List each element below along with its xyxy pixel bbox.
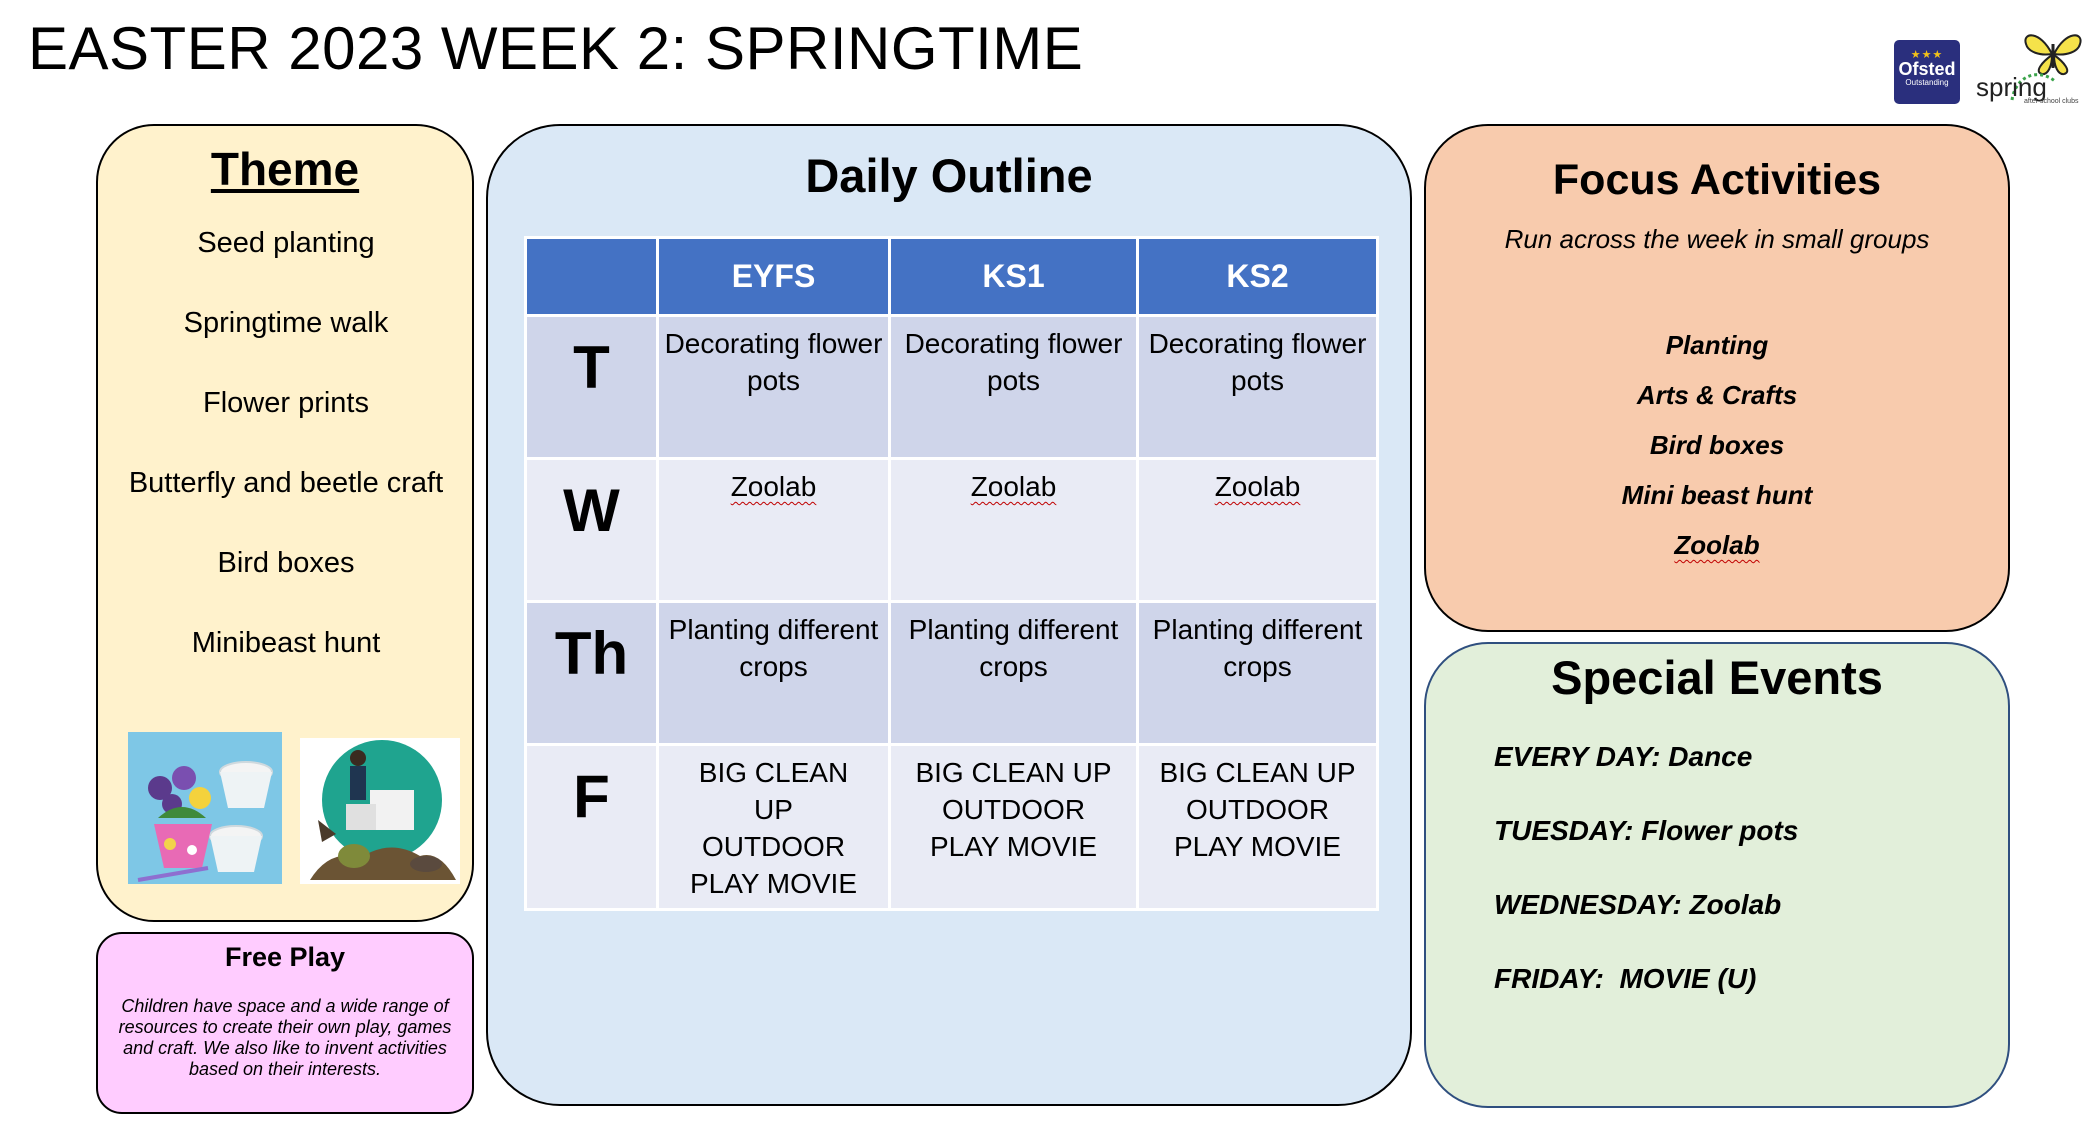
column-header: KS2 [1136, 236, 1379, 317]
theme-item: Butterfly and beetle craft [128, 467, 444, 499]
theme-list: Seed planting Springtime walk Flower pri… [118, 224, 454, 663]
day-cell: T [524, 314, 659, 460]
activity-cell: BIG CLEAN UP OUTDOOR PLAY MOVIE [888, 743, 1139, 911]
activity-text: BIG CLEAN UP OUTDOOR PLAY MOVIE [1159, 757, 1356, 862]
special-event-item: EVERY DAY: Dance [1494, 741, 1753, 772]
activity-cell: Planting different crops [888, 600, 1139, 746]
activity-cell: BIG CLEAN UP OUTDOOR PLAY MOVIE [656, 743, 891, 911]
focus-item: Arts & Crafts [1636, 380, 1798, 410]
day-cell: F [524, 743, 659, 911]
activity-text: BIG CLEAN UP OUTDOOR PLAY MOVIE [915, 757, 1112, 862]
daily-outline-table: EYFS KS1 KS2 T Decorating flower pots De… [524, 236, 1379, 911]
free-play-panel: Free Play Children have space and a wide… [96, 932, 474, 1114]
activity-cell: Zoolab [1136, 457, 1379, 603]
focus-item: Zoolab [1426, 520, 2008, 570]
spring-logo-name: spring [1976, 72, 2047, 102]
theme-item: Bird boxes [217, 547, 355, 579]
day-cell: Th [524, 600, 659, 746]
ofsted-stars-icon: ★★★ [1910, 49, 1944, 61]
theme-item: Seed planting [197, 227, 375, 259]
focus-activities-heading: Focus Activities [1552, 156, 1882, 204]
column-header: KS1 [888, 236, 1139, 317]
activity-cell: Decorating flower pots [1136, 314, 1379, 460]
daily-outline-panel: Daily Outline EYFS KS1 KS2 T Decorating … [486, 124, 1412, 1106]
activity-cell: Zoolab [888, 457, 1139, 603]
special-event-item: WEDNESDAY: Zoolab [1494, 889, 1782, 920]
activity-cell: Decorating flower pots [656, 314, 891, 460]
theme-item: Springtime walk [183, 307, 389, 339]
focus-item: Planting [1665, 330, 1769, 360]
ofsted-logo: ★★★ Ofsted Outstanding [1894, 40, 1960, 104]
special-event-item: FRIDAY: MOVIE (U) [1494, 963, 1757, 994]
butterfly-icon [2024, 34, 2082, 76]
theme-heading: Theme [210, 143, 360, 195]
activity-cell: Zoolab [656, 457, 891, 603]
theme-panel: Theme Seed planting Springtime walk Flow… [96, 124, 474, 922]
theme-item: Minibeast hunt [191, 627, 381, 659]
page-title: EASTER 2023 WEEK 2: SPRINGTIME [28, 15, 1084, 82]
table-row: T Decorating flower pots Decorating flow… [524, 314, 1379, 460]
activity-text: Zoolab [730, 471, 817, 502]
focus-item-text: Zoolab [1674, 530, 1760, 560]
spring-arch-icon [2010, 73, 2057, 101]
free-play-heading: Free Play [224, 942, 346, 972]
focus-activities-subtitle: Run across the week in small groups [1504, 224, 1930, 254]
column-header [524, 236, 659, 317]
day-cell: W [524, 457, 659, 603]
table-row: Th Planting different crops Planting dif… [524, 600, 1379, 746]
activity-text: Zoolab [970, 471, 1057, 502]
free-play-body: Children have space and a wide range of … [118, 996, 452, 1079]
ofsted-logo-rating: Outstanding [1905, 78, 1949, 87]
flower-pots-photo [128, 732, 282, 884]
spring-logo: spring after school clubs [1974, 28, 2086, 108]
special-events-panel: Special Events EVERY DAY: Dance TUESDAY:… [1424, 642, 2010, 1108]
activity-cell: Planting different crops [656, 600, 891, 746]
activity-text: Zoolab [1214, 471, 1301, 502]
theme-item: Flower prints [203, 387, 369, 419]
focus-activities-panel: Focus Activities Run across the week in … [1424, 124, 2010, 632]
special-event-item: TUESDAY: Flower pots [1494, 815, 1799, 846]
activity-text: BIG CLEAN UP OUTDOOR PLAY MOVIE [689, 757, 858, 899]
special-events-list: EVERY DAY: Dance TUESDAY: Flower pots WE… [1494, 740, 1798, 1036]
table-row: W Zoolab Zoolab Zoolab [524, 457, 1379, 603]
daily-outline-heading: Daily Outline [805, 149, 1093, 202]
focus-item: Bird boxes [1649, 430, 1785, 460]
activity-cell: Decorating flower pots [888, 314, 1139, 460]
focus-activities-list: Planting Arts & Crafts Bird boxes Mini b… [1426, 320, 2008, 570]
table-row: F BIG CLEAN UP OUTDOOR PLAY MOVIE BIG CL… [524, 743, 1379, 911]
zoolab-photo [300, 738, 460, 884]
activity-cell: Planting different crops [1136, 600, 1379, 746]
ofsted-logo-name: Ofsted [1898, 59, 1956, 79]
table-header-row: EYFS KS1 KS2 [524, 236, 1379, 317]
activity-cell: BIG CLEAN UP OUTDOOR PLAY MOVIE [1136, 743, 1379, 911]
focus-item: Mini beast hunt [1621, 480, 1813, 510]
column-header: EYFS [656, 236, 891, 317]
spring-logo-tagline: after school clubs [2024, 98, 2079, 105]
special-events-heading: Special Events [1551, 651, 1883, 704]
